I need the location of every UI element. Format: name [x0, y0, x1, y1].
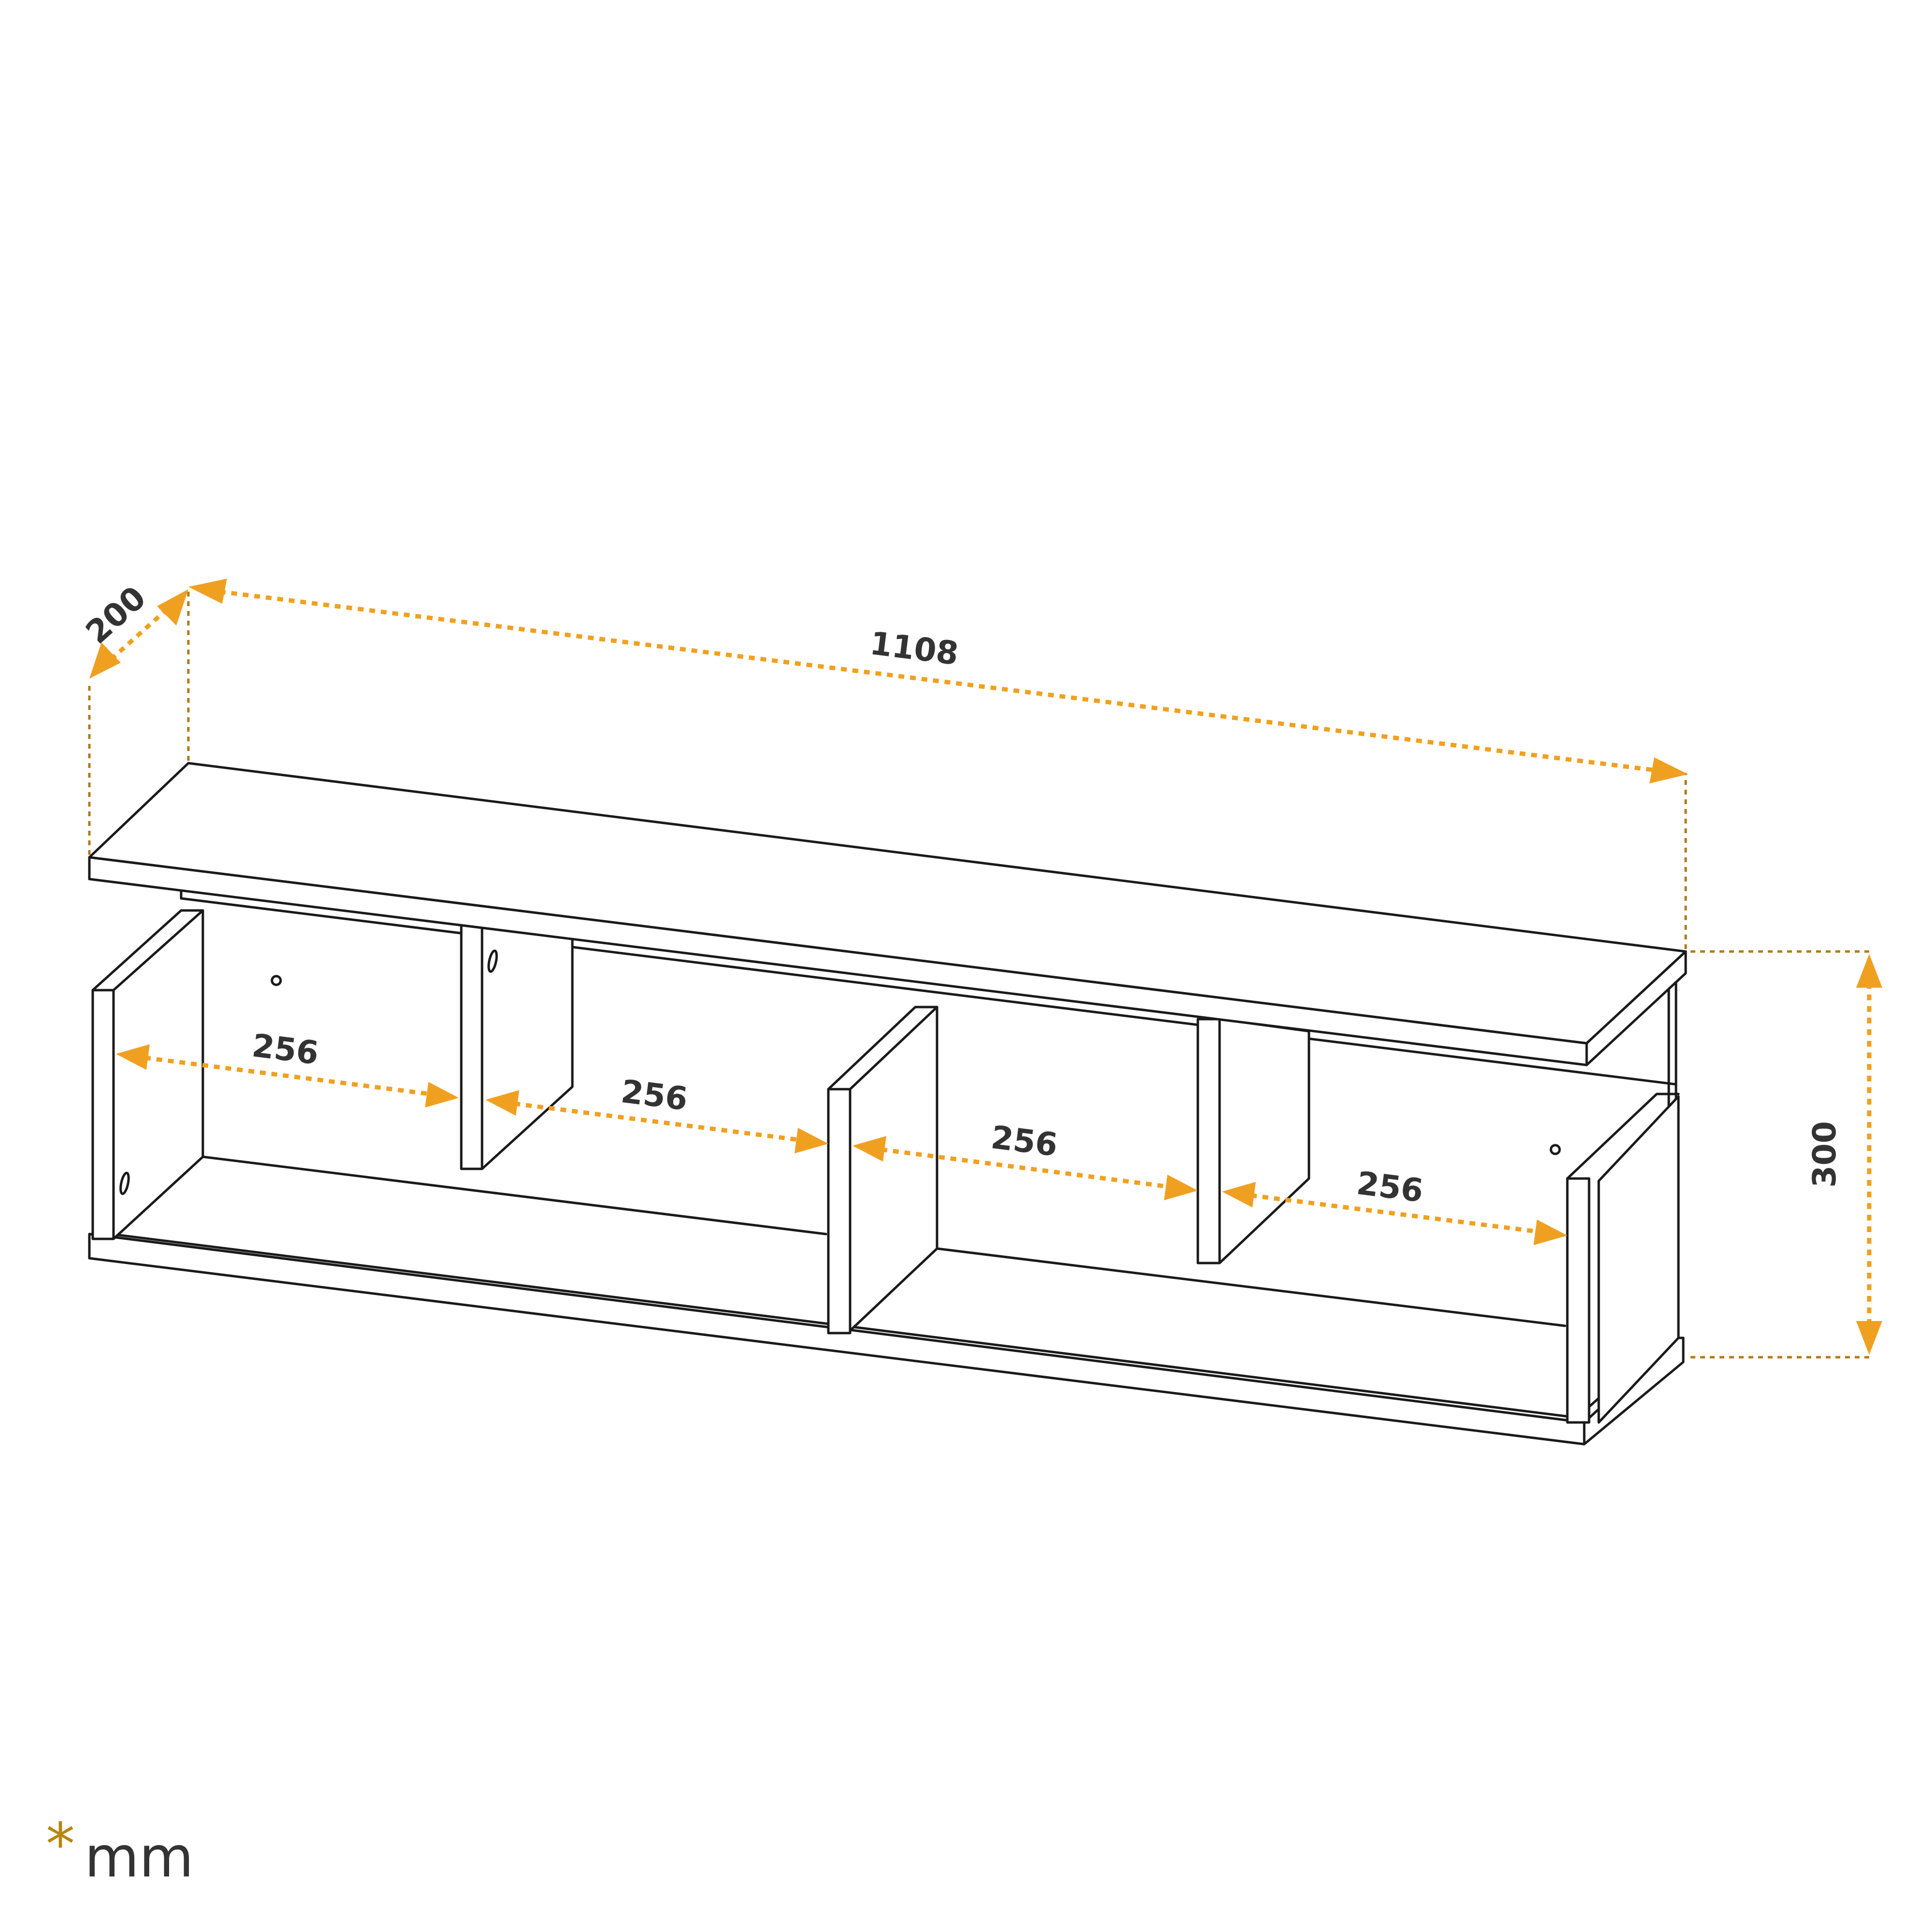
left-panel-dowel-hole — [119, 1171, 130, 1195]
compartment-3-arrow-right — [1164, 1175, 1198, 1200]
width-label: 1108 — [868, 625, 961, 672]
bottom-shelf-back-line-left — [201, 1155, 827, 1236]
bottom-shelf-back-line-right — [936, 1247, 1566, 1327]
height-label: 300 — [1806, 1121, 1843, 1188]
compartment-3-label: 256 — [989, 1119, 1060, 1164]
divider-2-top — [827, 1006, 938, 1091]
compartment-2-arrow-left — [485, 1090, 519, 1116]
right-side-panel-inner — [1597, 1095, 1680, 1424]
extension-lines — [88, 592, 1869, 1359]
compartment-3-arrow-left — [852, 1136, 886, 1162]
depth-dimension-line — [109, 608, 169, 661]
compartment-2-label: 256 — [619, 1073, 690, 1118]
shelf-drawing — [88, 762, 1687, 1446]
divider-1-front — [460, 921, 483, 1170]
depth-label: 200 — [79, 579, 153, 651]
width-dimension-line — [219, 589, 1657, 773]
width-arrow-right — [1649, 757, 1688, 783]
divider-3-side — [1218, 1018, 1310, 1264]
compartment-1-arrow-left — [116, 1044, 150, 1070]
depth-arrow-bottom — [89, 642, 121, 679]
divider-3-front — [1196, 1018, 1221, 1264]
compartment-4-arrow-left — [1222, 1182, 1256, 1208]
compartment-2-dimension-line — [514, 1101, 800, 1142]
left-back-screw-hole — [270, 975, 282, 986]
compartment-1-label: 256 — [250, 1027, 321, 1072]
compartment-1-dimension-line — [144, 1055, 430, 1096]
width-arrow-left — [188, 579, 227, 604]
dimension-lines — [89, 579, 1882, 1355]
compartment-1-arrow-right — [425, 1082, 459, 1108]
unit-note: * mm — [46, 1811, 194, 1890]
right-side-panel-front — [1566, 1177, 1591, 1424]
unit-asterisk: * — [46, 1811, 75, 1878]
divider-2-front — [827, 1088, 852, 1335]
compartment-4-label: 256 — [1355, 1165, 1425, 1209]
compartment-2-arrow-right — [795, 1128, 828, 1153]
height-arrow-top — [1856, 954, 1882, 988]
divider-1-dowel-hole — [487, 949, 498, 973]
height-arrow-bottom — [1856, 1321, 1882, 1355]
compartment-4-arrow-right — [1534, 1220, 1567, 1245]
unit-label: mm — [85, 1825, 194, 1890]
top-board-right-end — [1585, 950, 1687, 1066]
right-back-screw-hole — [1549, 1144, 1561, 1155]
right-side-panel-top — [1566, 1093, 1680, 1180]
left-side-panel-front — [91, 989, 115, 1240]
depth-arrow-top — [157, 589, 188, 625]
dimension-labels: 1108 200 300 256 256 256 256 — [79, 579, 1843, 1210]
left-side-panel-top — [91, 909, 204, 992]
compartment-3-dimension-line — [881, 1147, 1169, 1189]
compartment-4-dimension-line — [1250, 1193, 1539, 1234]
